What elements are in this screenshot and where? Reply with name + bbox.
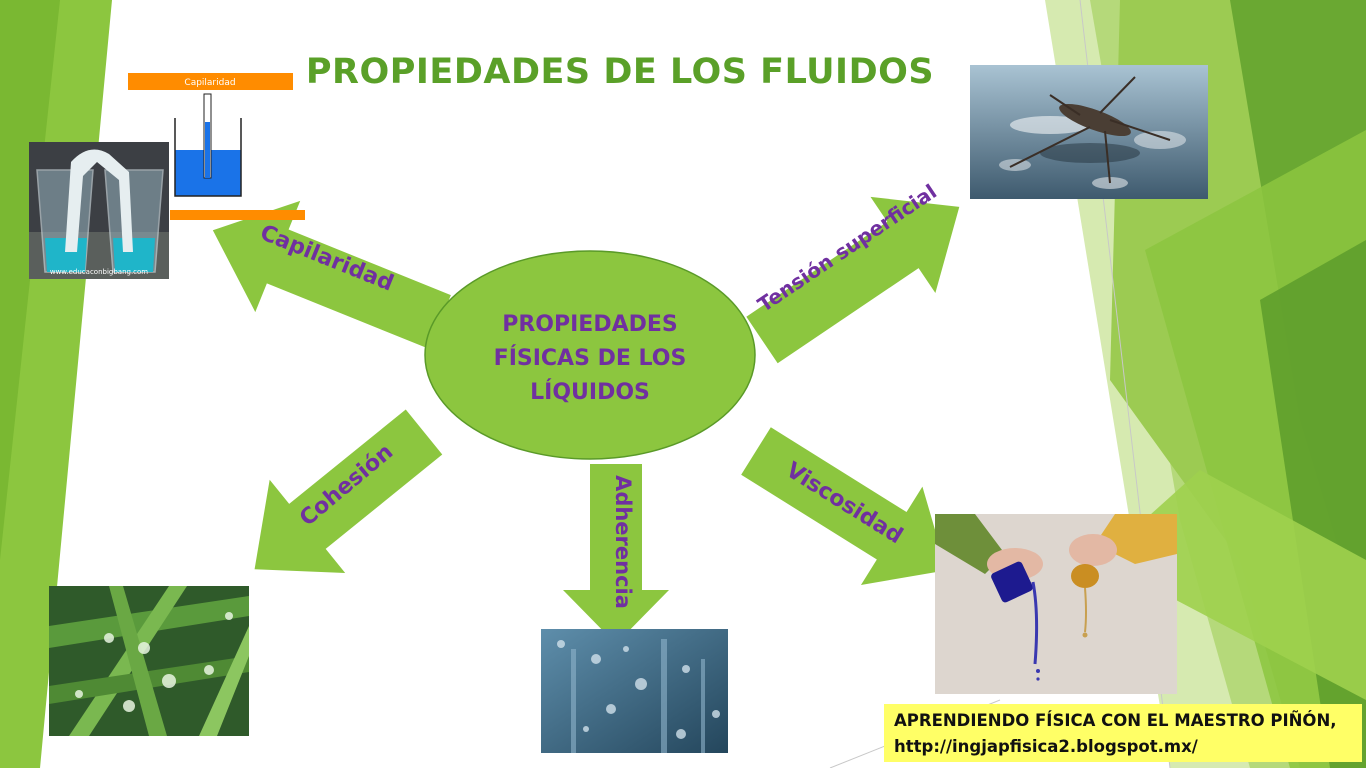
arrow-tension-superficial <box>746 196 960 364</box>
capillarity-photo: www.educaconbigbang.com <box>29 142 169 279</box>
capillarity-photo-watermark: www.educaconbigbang.com <box>50 268 148 276</box>
water-strider-photo <box>970 65 1208 199</box>
arrow-viscosidad <box>741 427 947 585</box>
footer-line-1: APRENDIENDO FÍSICA CON EL MAESTRO PIÑÓN, <box>894 711 1337 730</box>
central-line-2: FÍSICAS DE LOS <box>493 346 687 371</box>
condensation-photo <box>541 629 728 753</box>
central-line-3: LÍQUIDOS <box>530 380 650 405</box>
central-concept: PROPIEDADES FÍSICAS DE LOS LÍQUIDOS <box>440 308 740 410</box>
arrow-capilaridad <box>212 200 451 349</box>
slide-title: PROPIEDADES DE LOS FLUIDOS <box>305 52 935 92</box>
grass-dew-photo <box>49 586 249 736</box>
label-adherencia: Adherencia <box>610 475 635 609</box>
central-line-1: PROPIEDADES <box>502 312 678 337</box>
capillarity-diagram-label: Capilaridad <box>184 78 235 88</box>
footer-credit: APRENDIENDO FÍSICA CON EL MAESTRO PIÑÓN,… <box>884 704 1362 762</box>
footer-link[interactable]: http://ingjapfisica2.blogspot.mx/ <box>894 737 1198 756</box>
viscosity-photo <box>935 514 1177 694</box>
central-ellipse <box>424 250 756 460</box>
arrow-adherencia <box>563 464 669 644</box>
arrow-cohesion <box>254 409 443 574</box>
capillarity-diagram: Capilaridad <box>128 73 305 220</box>
